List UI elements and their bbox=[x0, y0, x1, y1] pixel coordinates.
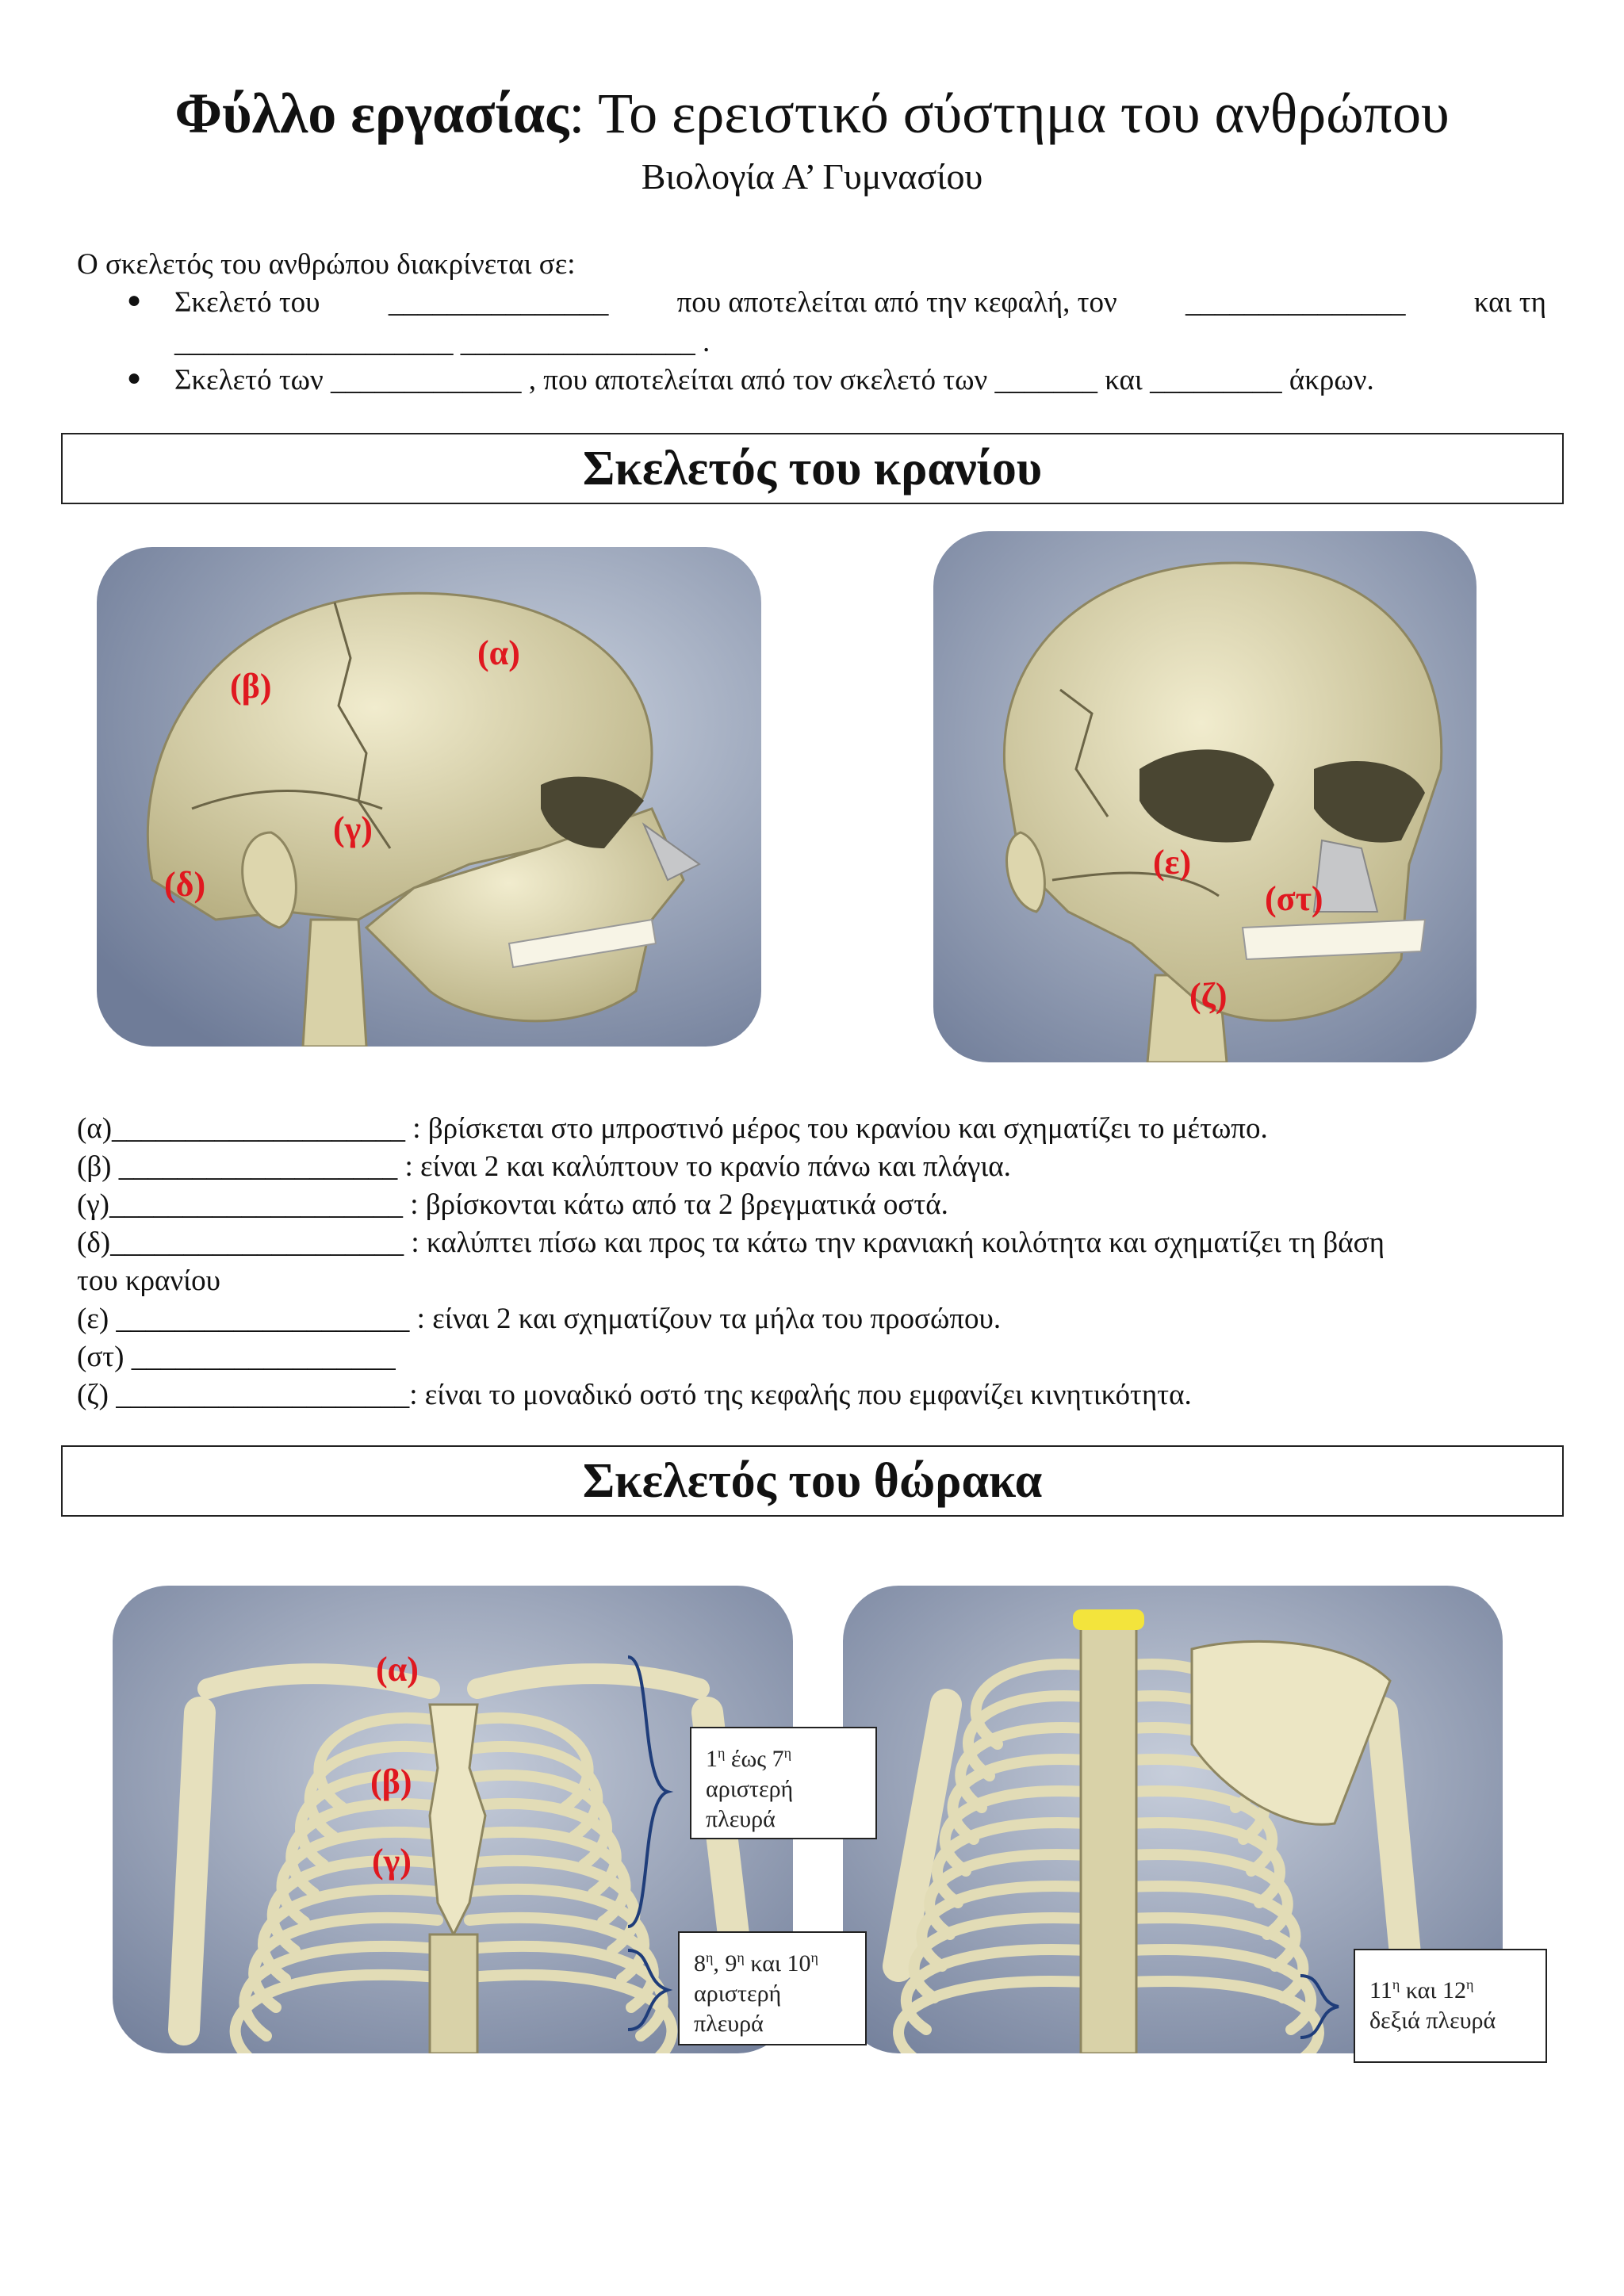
rib-back bbox=[963, 1690, 1090, 1781]
callout-1-sup2: η bbox=[783, 1745, 792, 1761]
question-st: (στ) __________________ bbox=[77, 1341, 396, 1373]
section-header-skull: Σκελετός του κρανίου bbox=[61, 433, 1564, 504]
callout-2-sup-a: η bbox=[706, 1950, 714, 1965]
callout-3-n2: 12 bbox=[1442, 1977, 1466, 2003]
callout-2-line2: αριστερή bbox=[694, 1980, 782, 2007]
skull-label-z: (ζ) bbox=[1189, 976, 1228, 1015]
rib-back bbox=[1127, 1881, 1301, 1972]
bullet-1-a: Σκελετό του bbox=[174, 286, 320, 319]
rib-front bbox=[229, 1969, 443, 2053]
bullet-1-blank: _______________ bbox=[388, 286, 609, 319]
intro-lead: Ο σκελετός του ανθρώπου διακρίνεται σε: bbox=[77, 248, 576, 281]
rib-front bbox=[464, 1969, 678, 2053]
skull-front-image: (ε) (στ) (ζ) bbox=[933, 531, 1477, 1062]
rib-front bbox=[248, 1911, 443, 2013]
callout-2-n2: 9 bbox=[725, 1950, 737, 1976]
rib-back bbox=[955, 1722, 1090, 1813]
rib-back bbox=[1127, 1785, 1278, 1877]
callout-3-n1: 11 bbox=[1369, 1977, 1392, 2003]
callout-3-sup-b: η bbox=[1465, 1976, 1474, 1992]
skull-label-d: (δ) bbox=[164, 865, 206, 904]
callout-2-n1: 8 bbox=[694, 1950, 706, 1976]
question-d-cont: του κρανίου bbox=[77, 1265, 220, 1297]
callout-1-line3: πλευρά bbox=[706, 1806, 776, 1832]
callout-3-line2: δεξιά πλευρά bbox=[1369, 2007, 1496, 2034]
section-header-thorax: Σκελετός του θώρακα bbox=[61, 1445, 1564, 1517]
callout-1-line2: αριστερή bbox=[706, 1776, 794, 1802]
rib-back bbox=[939, 1785, 1090, 1877]
rib-front bbox=[464, 1883, 649, 1984]
question-d: (δ)____________________ : καλύπτει πίσω … bbox=[77, 1226, 1385, 1259]
skull-label-a: (α) bbox=[477, 633, 520, 672]
question-a: (α)____________________ : βρίσκεται στο … bbox=[77, 1112, 1268, 1145]
callout-1-sup1: η bbox=[718, 1745, 726, 1761]
rib-back bbox=[916, 1881, 1090, 1972]
bullet-1: Σκελετό του _______________ που αποτελεί… bbox=[174, 284, 1546, 322]
callout-3-and: και bbox=[1405, 1977, 1437, 2003]
question-z: (ζ) ____________________: είναι το μοναδ… bbox=[77, 1379, 1192, 1411]
bullet-dot: ● bbox=[127, 287, 142, 313]
page-title: Φύλλο εργασίας: Το ερειστικό σύστημα του… bbox=[0, 79, 1624, 147]
rib-front bbox=[258, 1883, 443, 1984]
callout-2-sup-c: η bbox=[810, 1950, 818, 1965]
skull-label-e: (ε) bbox=[1153, 843, 1192, 882]
rib-back bbox=[1127, 1849, 1293, 1940]
rib-front bbox=[464, 1911, 659, 2013]
rib-back bbox=[1127, 1976, 1324, 2053]
skull-label-g: (γ) bbox=[333, 809, 373, 848]
bullet-dot: ● bbox=[127, 365, 142, 391]
title-bold: Φύλλο εργασίας bbox=[174, 82, 569, 145]
thorax-label-a: (α) bbox=[376, 1650, 419, 1689]
skull-side-image: (α) (β) (γ) (δ) bbox=[97, 547, 761, 1047]
callout-ribs-11-12: 11η και 12η δεξιά πλευρά bbox=[1354, 1949, 1547, 2063]
bullet-1-b: που αποτελείται από την κεφαλή, τον bbox=[676, 286, 1117, 319]
rib-back bbox=[970, 1659, 1090, 1750]
callout-2-and: και bbox=[750, 1950, 781, 1976]
bullet-2: Σκελετό των _____________ , που αποτελεί… bbox=[174, 364, 1374, 396]
callout-2-line3: πλευρά bbox=[694, 2011, 764, 2037]
question-e: (ε) ____________________ : είναι 2 και σ… bbox=[77, 1303, 1002, 1335]
bullet-1-c: και τη bbox=[1473, 286, 1546, 319]
brace-ribs-11-12 bbox=[1300, 1974, 1339, 2039]
bullet-1-blank-2: _______________ bbox=[1185, 286, 1406, 319]
thorax-label-g: (γ) bbox=[372, 1842, 412, 1881]
callout-1-num1: 1 bbox=[706, 1746, 718, 1772]
callout-2-sup-b: η bbox=[737, 1950, 745, 1965]
bullet-1-line-2: ___________________ ________________ . bbox=[174, 326, 710, 358]
callout-3-sup-a: η bbox=[1392, 1976, 1400, 1992]
question-b: (β) ___________________ : είναι 2 και κα… bbox=[77, 1150, 1011, 1183]
rib-front bbox=[239, 1940, 443, 2042]
rib-back bbox=[932, 1817, 1090, 1908]
page-subtitle: Βιολογία Α’ Γυμνασίου bbox=[641, 156, 983, 197]
rib-back bbox=[1127, 1817, 1285, 1908]
callout-ribs-1-7: 1η έως 7η αριστερή πλευρά bbox=[690, 1727, 877, 1839]
skull-label-b: (β) bbox=[230, 667, 272, 706]
question-g: (γ)____________________ : βρίσκονται κάτ… bbox=[77, 1188, 948, 1221]
callout-1-mid: έως 7 bbox=[725, 1746, 784, 1772]
callout-2-n3: 10 bbox=[787, 1950, 811, 1976]
skull-label-st: (στ) bbox=[1265, 879, 1323, 918]
rib-back bbox=[924, 1849, 1090, 1940]
rib-back bbox=[893, 1976, 1090, 2053]
title-rest: : Το ερειστικό σύστημα του ανθρώπου bbox=[569, 82, 1450, 145]
rib-front bbox=[464, 1940, 668, 2042]
rib-back bbox=[947, 1754, 1090, 1845]
ribcage-back-image bbox=[843, 1586, 1503, 2053]
thorax-label-b: (β) bbox=[370, 1762, 412, 1801]
callout-ribs-8-10: 8η, 9η και 10η αριστερή πλευρά bbox=[678, 1931, 867, 2045]
